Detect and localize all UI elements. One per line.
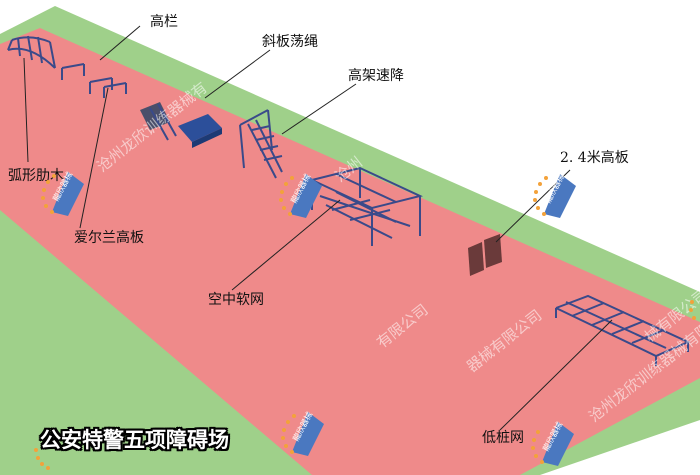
label-low-pile-net: 低桩网 xyxy=(482,430,524,446)
label-irish-wall: 爱尔兰高板 xyxy=(74,230,144,246)
irish-wall-equipment xyxy=(140,102,222,148)
label-slant-board-rope: 斜板荡绳 xyxy=(262,34,318,50)
leader-lines xyxy=(23,25,613,431)
wall-24m-equipment xyxy=(468,234,502,276)
label-high-fence: 高栏 xyxy=(150,14,178,30)
slant-board-rope-equipment xyxy=(239,109,283,179)
low-pile-net-equipment xyxy=(555,294,691,366)
track-area xyxy=(0,28,700,475)
page-title: 公安特警五项障碍场 xyxy=(40,428,229,452)
label-arc-ribs: 弧形肋木 xyxy=(8,168,64,184)
arc-ribs-equipment xyxy=(7,35,56,69)
label-wall-24m: 2. 4米高板 xyxy=(560,150,629,166)
label-elevated-descent: 高架速降 xyxy=(348,68,404,84)
aerial-net-equipment xyxy=(311,166,423,246)
high-fence-equipment xyxy=(61,63,127,98)
label-aerial-net: 空中软网 xyxy=(208,292,264,308)
